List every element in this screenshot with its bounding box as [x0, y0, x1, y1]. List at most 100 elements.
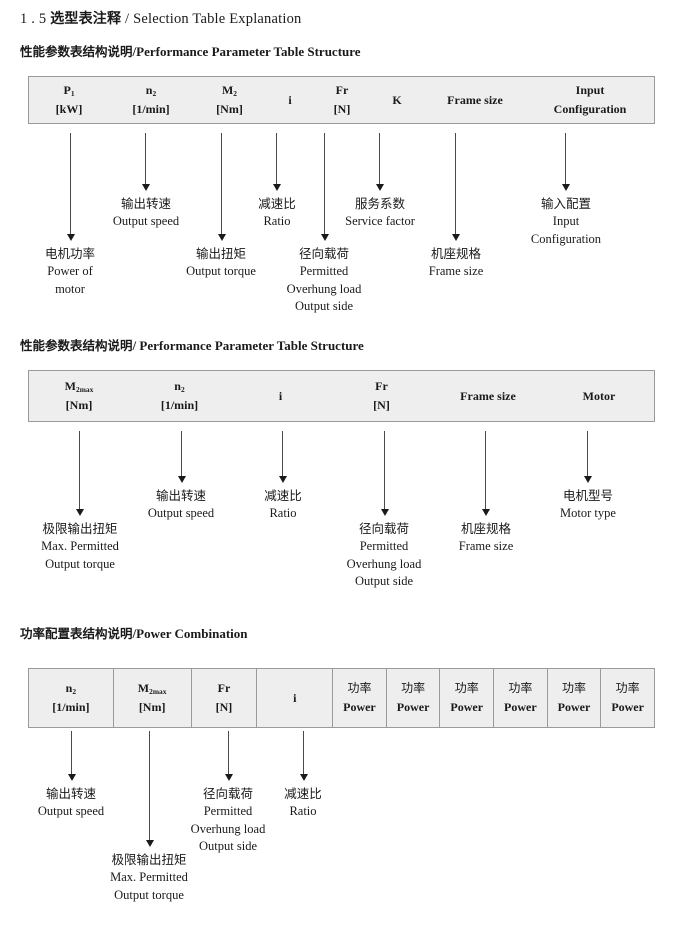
annotation-ratio-2: 减速比 Ratio: [264, 487, 302, 523]
title-number: 1 . 5: [20, 11, 47, 27]
table-1-col-input-configuration-unit: Configuration: [553, 102, 627, 116]
annotation-ratio-chinese: 减速比: [258, 196, 296, 211]
table-2-col-motor-symbol: Motor: [582, 388, 616, 403]
annotation-output-torque: 输出扭矩 Output torque: [186, 245, 256, 281]
table-3-col-fr-symbol: Fr: [217, 681, 231, 696]
annotation-power-of-motor-en-1: Power of: [47, 263, 93, 278]
annotation-max-permitted-output-torque-en-2: Output torque: [45, 556, 115, 571]
annotation-permitted-overhung-load-3-chinese: 径向载荷: [202, 786, 254, 801]
title-english: Selection Table Explanation: [133, 11, 302, 27]
annotation-input-configuration-chinese: 输入配置: [540, 196, 592, 211]
table-3-col-power-2-chinese: 功率: [401, 681, 426, 696]
table-2-col-i: i: [230, 371, 331, 421]
annotation-ratio-3-en-1: Ratio: [289, 803, 317, 818]
table-3-col-fr-unit: [N]: [215, 700, 233, 714]
table-1-col-i-symbol: i: [288, 92, 292, 107]
power-combination-table: n2 [1/min] M2max [Nm] Fr [N] i 功率 Power …: [28, 668, 655, 728]
annotation-service-factor-en-1: Service factor: [345, 213, 415, 228]
table-2-col-fr: Fr [N]: [331, 371, 432, 421]
table-1-col-n2-symbol: n2: [145, 83, 157, 99]
table-1-col-fr-unit: [N]: [333, 102, 351, 116]
annotation-frame-size-2-en-1: Frame size: [458, 538, 514, 553]
arrow-to-output-speed-3: [67, 731, 76, 781]
table-1-col-frame-size-symbol: Frame size: [447, 92, 503, 107]
annotation-max-permitted-output-torque-3-chinese: 极限输出扭矩: [111, 852, 187, 867]
annotation-max-permitted-output-torque-3-en-1: Max. Permitted: [110, 869, 188, 884]
performance-parameter-table-2: M2max [Nm] n2 [1/min] i Fr [N] Frame siz…: [28, 370, 655, 422]
annotation-output-speed-3-chinese: 输出转速: [45, 786, 96, 801]
annotation-service-factor-chinese: 服务系数: [354, 196, 406, 211]
table-2-col-fr-symbol: Fr: [375, 379, 388, 394]
arrow-to-permitted-overhung-load-3: [224, 731, 233, 781]
section-2-heading-english: Performance Parameter Table Structure: [139, 338, 364, 353]
arrow-to-output-speed: [141, 133, 150, 191]
annotation-motor-type: 电机型号 Motor type: [560, 487, 616, 523]
section-2-heading: 性能参数表结构说明/ Performance Parameter Table S…: [20, 335, 364, 354]
annotation-permitted-overhung-load-3-en-3: Output side: [199, 839, 257, 854]
table-3-col-power-2-label: Power: [396, 700, 430, 714]
table-3-col-fr: Fr [N]: [190, 669, 257, 727]
table-3-col-n2: n2 [1/min]: [29, 669, 113, 727]
annotation-permitted-overhung-load-en-2: Overhung load: [286, 281, 362, 296]
annotation-max-permitted-output-torque-en-1: Max. Permitted: [41, 538, 119, 553]
table-2-col-n2: n2 [1/min]: [129, 371, 230, 421]
table-3-col-power-4-label: Power: [504, 700, 537, 714]
annotation-output-speed-2-en-1: Output speed: [147, 505, 215, 520]
annotation-output-speed-2-chinese: 输出转速: [155, 488, 206, 503]
table-3-col-power-2: 功率 Power: [385, 669, 440, 727]
annotation-output-speed-en-1: Output speed: [112, 213, 180, 228]
section-2-heading-chinese: 性能参数表结构说明: [20, 338, 133, 353]
table-3-col-m2max-unit: [Nm]: [138, 700, 166, 714]
table-1-col-k-symbol: K: [392, 92, 402, 107]
annotation-permitted-overhung-load-chinese: 径向载荷: [298, 246, 350, 261]
section-3-heading-chinese: 功率配置表结构说明: [20, 626, 133, 641]
table-3-col-m2max-symbol: M2max: [137, 681, 167, 697]
arrow-to-permitted-overhung-load-2: [380, 431, 389, 516]
page-title: 1 . 5 选型表注释 / Selection Table Explanatio…: [20, 8, 302, 28]
table-3-col-power-6-chinese: 功率: [615, 681, 640, 696]
table-1-col-p1: P1 [kW]: [29, 77, 109, 123]
table-1-col-input-configuration: Input Configuration: [526, 77, 654, 123]
table-2-col-n2-unit: [1/min]: [160, 398, 199, 412]
table-3-col-power-5: 功率 Power: [546, 669, 601, 727]
table-3-col-power-1-label: Power: [343, 700, 376, 714]
table-2-col-m2max-symbol: M2max: [64, 379, 94, 395]
table-2-col-frame-size-symbol: Frame size: [460, 388, 516, 403]
annotation-ratio-3-chinese: 减速比: [284, 786, 322, 801]
table-3-col-i-symbol: i: [293, 690, 297, 705]
table-1-col-input-configuration-symbol: Input: [575, 83, 605, 98]
annotation-service-factor: 服务系数 Service factor: [345, 195, 415, 231]
annotation-frame-size-chinese: 机座规格: [430, 246, 481, 261]
table-3-col-n2-unit: [1/min]: [52, 700, 90, 714]
annotation-permitted-overhung-load-2-en-1: Permitted: [359, 538, 409, 553]
table-1-col-i: i: [266, 77, 314, 123]
annotation-ratio-2-en-1: Ratio: [269, 505, 297, 520]
table-1-col-k: K: [370, 77, 424, 123]
annotation-input-configuration-en-1: Input: [552, 213, 580, 228]
annotation-permitted-overhung-load-2-en-2: Overhung load: [346, 556, 422, 571]
table-3-col-power-5-chinese: 功率: [562, 681, 587, 696]
arrow-to-frame-size: [451, 133, 460, 241]
table-1-col-m2-unit: [Nm]: [216, 102, 243, 116]
table-3-col-power-4-chinese: 功率: [508, 681, 533, 696]
annotation-max-permitted-output-torque: 极限输出扭矩 Max. Permitted Output torque: [41, 520, 119, 573]
table-3-col-power-4: 功率 Power: [493, 669, 547, 727]
performance-parameter-table-1: P1 [kW] n2 [1/min] M2 [Nm] i Fr [N] K Fr…: [28, 76, 655, 124]
annotation-input-configuration: 输入配置 Input Configuration: [531, 195, 601, 248]
arrow-to-motor-type: [583, 431, 592, 483]
annotation-power-of-motor-en-2: motor: [55, 281, 85, 296]
table-3-col-power-6-label: Power: [611, 700, 644, 714]
arrow-to-output-speed-2: [177, 431, 186, 483]
section-3-heading-separator: /: [132, 626, 137, 641]
section-1-heading-chinese: 性能参数表结构说明: [20, 44, 133, 59]
annotation-output-speed-3: 输出转速 Output speed: [38, 785, 104, 821]
annotation-max-permitted-output-torque-chinese: 极限输出扭矩: [42, 521, 118, 536]
annotation-permitted-overhung-load-3-en-1: Permitted: [203, 803, 253, 818]
arrow-to-ratio: [272, 133, 281, 191]
annotation-permitted-overhung-load-en-3: Output side: [295, 299, 353, 314]
section-2-heading-separator: /: [132, 338, 137, 353]
table-3-col-power-1-chinese: 功率: [347, 681, 372, 696]
annotation-motor-type-chinese: 电机型号: [562, 488, 613, 503]
arrow-to-ratio-2: [278, 431, 287, 483]
annotation-permitted-overhung-load-en-1: Permitted: [299, 263, 349, 278]
